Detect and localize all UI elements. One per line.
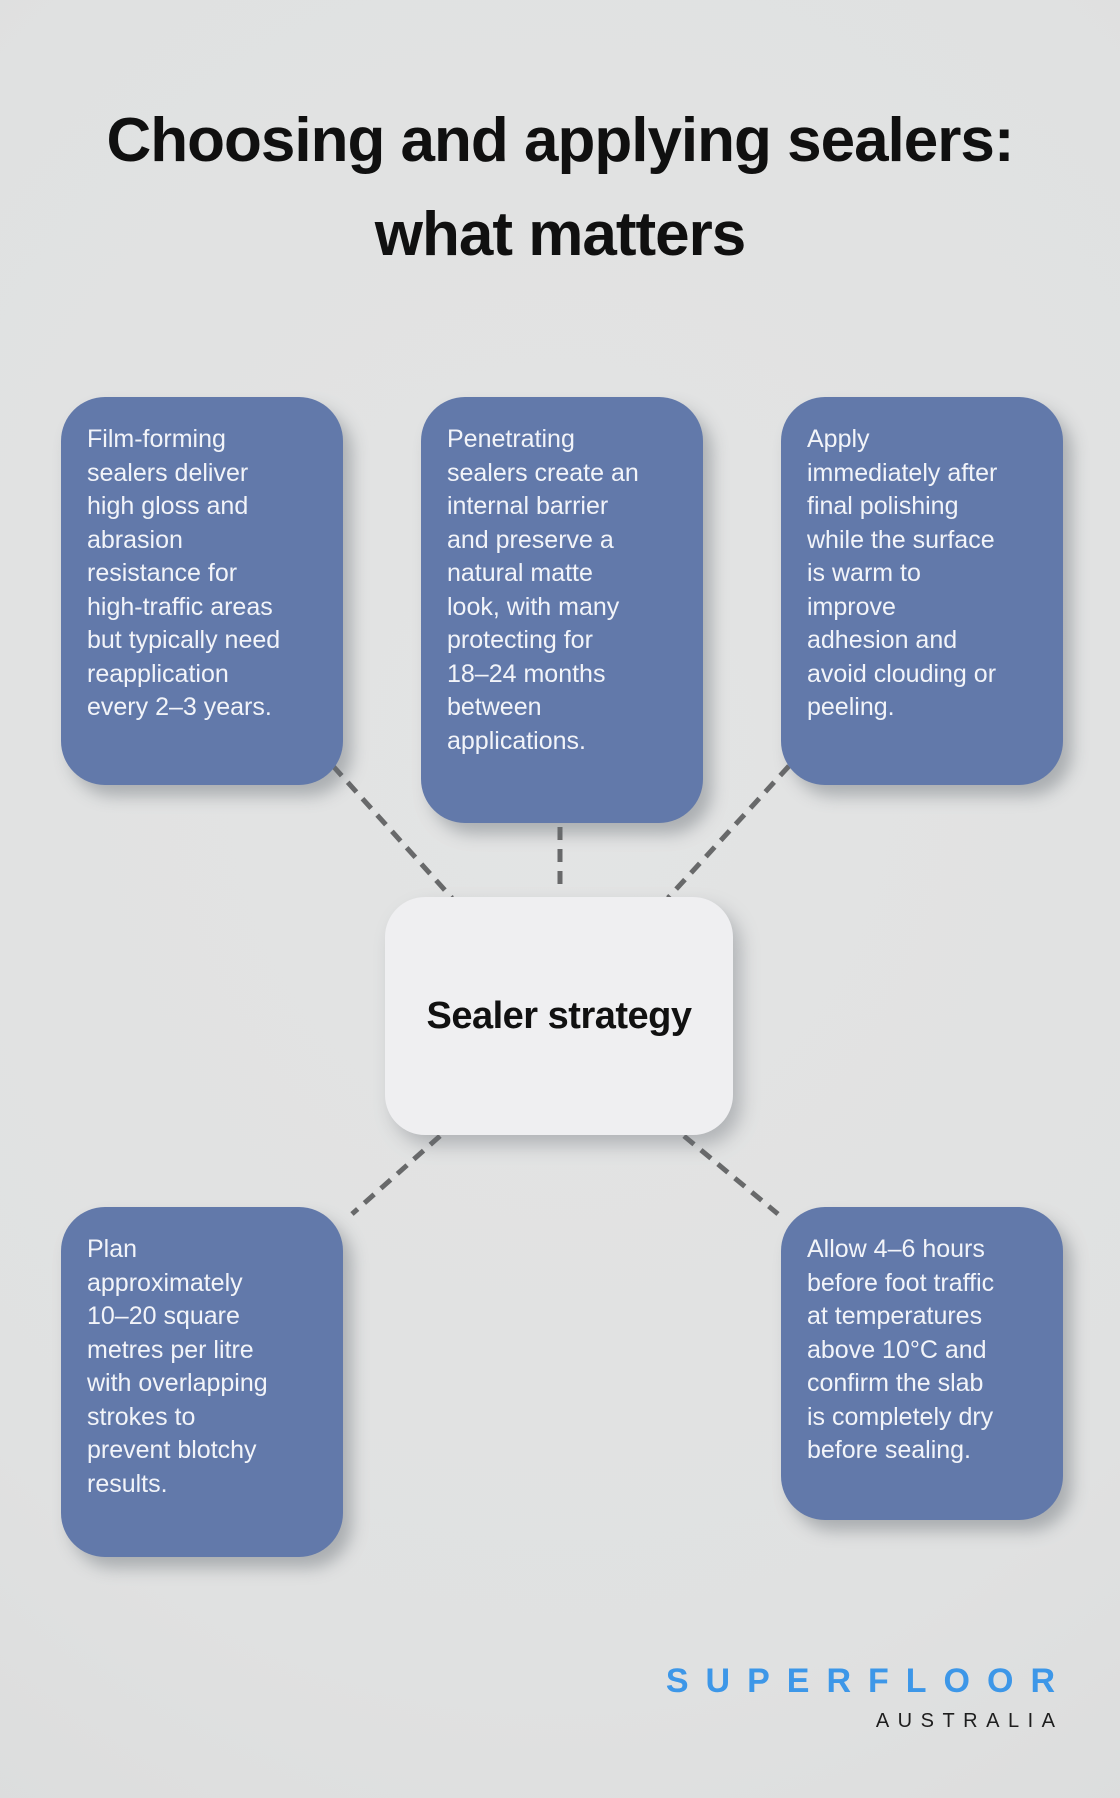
logo-region-text: AUSTRALIA — [875, 1710, 1064, 1732]
page-title: Choosing and applying sealers: what matt… — [0, 94, 1120, 282]
logo-brand-text: SUPERFLOOR — [665, 1662, 1072, 1700]
connector-coverage-planning — [350, 1134, 442, 1216]
superfloor-logo: SUPERFLOOR AUSTRALIA — [666, 1664, 1055, 1731]
page-title-line-1: Choosing and applying sealers: — [106, 106, 1014, 175]
branch-node-apply-while-warm: Apply immediately after final polishing … — [781, 397, 1063, 785]
connector-curing-conditions — [682, 1134, 780, 1216]
branch-node-curing-conditions: Allow 4–6 hours before foot traffic at t… — [781, 1207, 1063, 1520]
branch-node-film-forming: Film-forming sealers deliver high gloss … — [61, 397, 343, 785]
branch-node-penetrating: Penetrating sealers create an internal b… — [421, 397, 703, 823]
page-title-line-2: what matters — [374, 200, 746, 269]
center-node: Sealer strategy — [385, 897, 733, 1135]
branch-node-coverage-planning: Plan approximately 10–20 square metres p… — [61, 1207, 343, 1557]
center-node-label: Sealer strategy — [426, 994, 693, 1037]
